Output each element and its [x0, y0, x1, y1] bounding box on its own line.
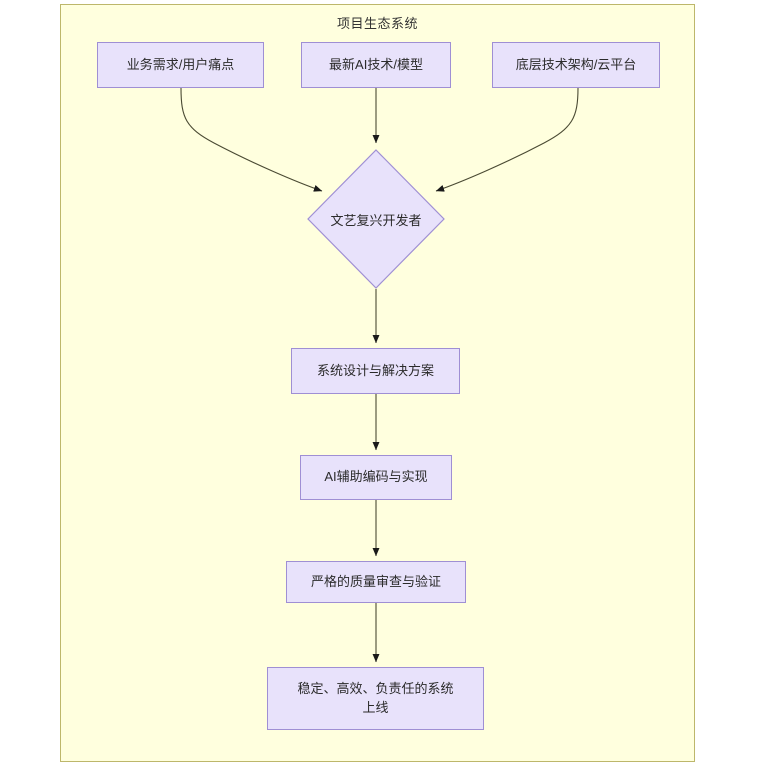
node-input-infra[interactable]: 底层技术架构/云平台 [492, 42, 660, 88]
node-label: 业务需求/用户痛点 [126, 56, 235, 72]
node-label: 严格的质量审查与验证 [310, 573, 441, 589]
node-label: 最新AI技术/模型 [329, 56, 423, 72]
node-launch[interactable]: 稳定、高效、负责任的系统 上线 [267, 667, 484, 730]
node-design[interactable]: 系统设计与解决方案 [291, 348, 460, 394]
node-input-ai[interactable]: 最新AI技术/模型 [301, 42, 451, 88]
node-review[interactable]: 严格的质量审查与验证 [286, 561, 466, 603]
node-input-business[interactable]: 业务需求/用户痛点 [97, 42, 264, 88]
cluster-title: 项目生态系统 [336, 16, 418, 31]
node-label: 底层技术架构/云平台 [515, 56, 637, 72]
node-label: 文艺复兴开发者 [330, 212, 422, 228]
node-developer[interactable]: 文艺复兴开发者 [307, 149, 445, 289]
node-label: AI辅助编码与实现 [324, 469, 428, 485]
node-label: 稳定、高效、负责任的系统 上线 [297, 680, 454, 715]
node-coding[interactable]: AI辅助编码与实现 [300, 455, 452, 500]
node-label: 系统设计与解决方案 [316, 362, 434, 378]
diamond-shape [307, 149, 445, 289]
